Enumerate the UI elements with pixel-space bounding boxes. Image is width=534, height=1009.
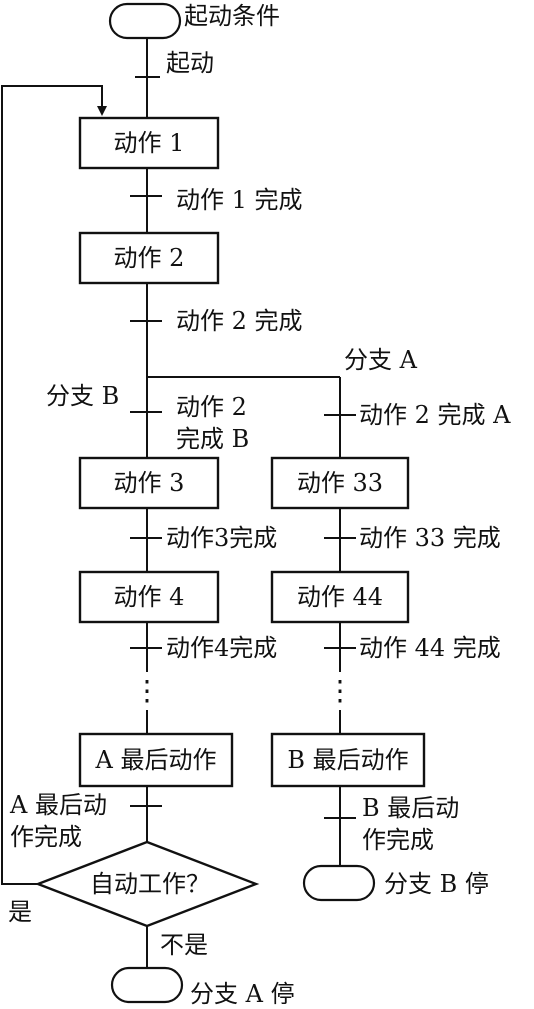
transition-last-b-label: B 最后动 作完成 [362, 794, 460, 854]
transition-1-label: 动作 1 完成 [176, 186, 303, 214]
step-box-last-a [78, 732, 234, 788]
end-terminal-a [110, 966, 184, 1004]
transition-2-label: 动作 2 完成 [176, 307, 303, 335]
step-33-label: 动作 33 [296, 469, 384, 497]
step-box-33 [270, 456, 410, 510]
transition-2a-label: 动作 2 完成 A [359, 401, 511, 429]
start-terminal [108, 2, 182, 40]
transition-last-a-label: A 最后动 作完成 [10, 791, 107, 851]
end-terminal-b [302, 864, 376, 902]
step-box-3 [78, 456, 220, 510]
step-last-a-label: A 最后动作 [95, 746, 217, 774]
transition-33-label: 动作 33 完成 [359, 524, 501, 552]
ellipsis-left: ⋮ [133, 674, 161, 707]
transition-44-label: 动作 44 完成 [359, 634, 501, 662]
loop-arrow-icon [97, 106, 107, 116]
step-1-label: 动作 1 [113, 129, 185, 157]
step-4-label: 动作 4 [113, 583, 185, 611]
ellipsis-right: ⋮ [326, 674, 354, 707]
step-2-label: 动作 2 [113, 244, 185, 272]
step-3-label: 动作 3 [113, 469, 185, 497]
branch-b-title: 分支 B [46, 382, 120, 410]
start-condition-label: 起动条件 [184, 2, 280, 30]
end-a-label: 分支 A 停 [190, 980, 295, 1008]
transition-3-label: 动作3完成 [166, 524, 278, 552]
loop-back-line [1, 85, 103, 885]
step-box-1 [78, 116, 220, 170]
decision-yes-label: 是 [8, 898, 32, 926]
decision-no-label: 不是 [160, 931, 208, 959]
step-box-2 [78, 231, 220, 285]
step-last-b-label: B 最后动作 [287, 746, 409, 774]
transition-4-label: 动作4完成 [166, 634, 278, 662]
decision-label: 自动工作？ [90, 870, 210, 898]
end-b-label: 分支 B 停 [384, 870, 489, 898]
step-44-label: 动作 44 [296, 583, 384, 611]
transition-2b-label: 动作 2 完成 B [176, 393, 250, 453]
step-box-last-b [270, 732, 426, 788]
step-box-44 [270, 570, 410, 624]
step-box-4 [78, 570, 220, 624]
start-transition-label: 起动 [166, 49, 214, 77]
branch-a-title: 分支 A [344, 346, 417, 374]
